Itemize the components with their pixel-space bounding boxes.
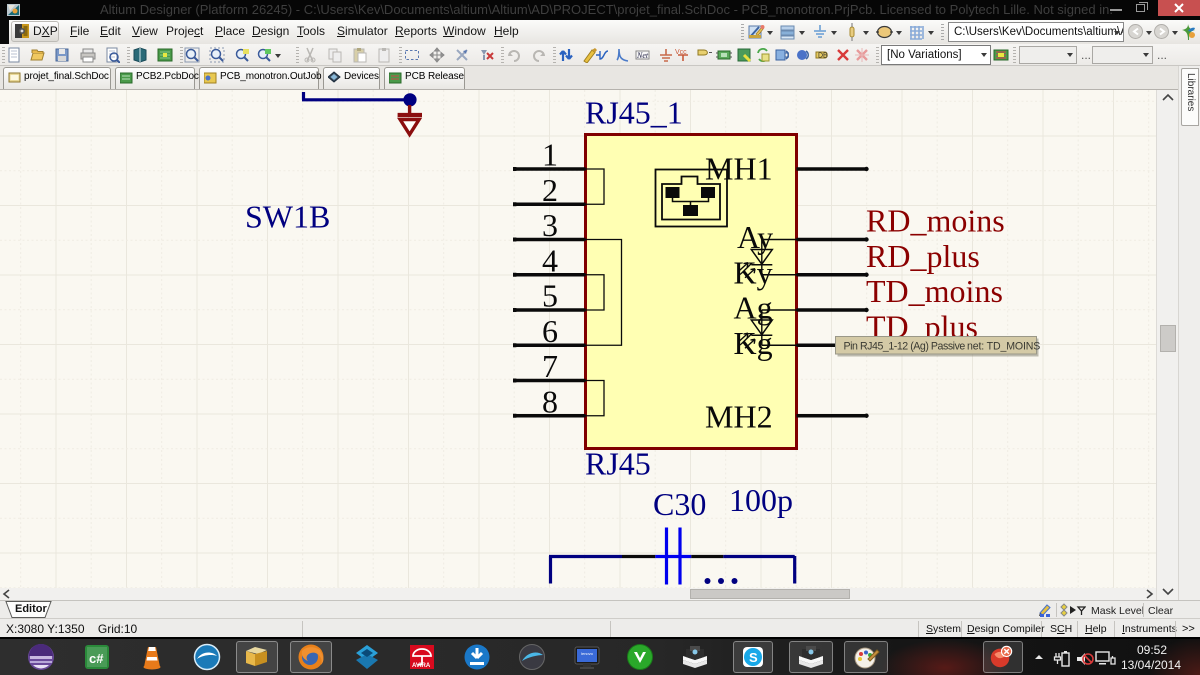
svg-text:Ky: Ky — [734, 254, 773, 290]
svg-text:Net: Net — [636, 51, 649, 60]
svg-text:Ag: Ag — [734, 290, 773, 326]
svg-text:c#: c# — [89, 651, 104, 666]
svg-text:AVIRA: AVIRA — [412, 663, 431, 669]
svg-text:Pin RJ45_1-12 (Ag) Passive: Pin RJ45_1-12 (Ag) Passive — [844, 341, 966, 353]
svg-text:RJ45_1: RJ45_1 — [585, 95, 683, 131]
svg-text:S: S — [749, 650, 758, 665]
svg-text:Kg: Kg — [734, 325, 773, 361]
svg-text:RD_moins: RD_moins — [866, 203, 1005, 239]
svg-text:net: TD_MOINS: net: TD_MOINS — [967, 341, 1040, 353]
svg-text:TD_moins: TD_moins — [866, 273, 1003, 309]
svg-text:3: 3 — [542, 207, 558, 243]
svg-text:Vcc: Vcc — [675, 49, 687, 56]
svg-text:SW1B: SW1B — [245, 199, 330, 235]
svg-text:DB: DB — [818, 53, 828, 60]
svg-text:5: 5 — [542, 278, 558, 314]
svg-text:2: 2 — [542, 172, 558, 208]
svg-text:6: 6 — [542, 313, 558, 349]
svg-text:RJ45: RJ45 — [585, 446, 651, 482]
svg-text:4: 4 — [542, 242, 558, 278]
svg-text:8: 8 — [542, 383, 558, 419]
svg-text:MH2: MH2 — [705, 399, 773, 435]
svg-text:MH1: MH1 — [705, 151, 773, 187]
svg-text:Ay: Ay — [737, 219, 773, 255]
svg-text:C30: C30 — [653, 486, 706, 522]
svg-text:1: 1 — [542, 137, 558, 173]
svg-text:lenovo: lenovo — [581, 651, 594, 656]
svg-text:100p: 100p — [729, 482, 793, 518]
svg-text:7: 7 — [542, 348, 558, 384]
svg-text:RD_plus: RD_plus — [866, 238, 980, 274]
